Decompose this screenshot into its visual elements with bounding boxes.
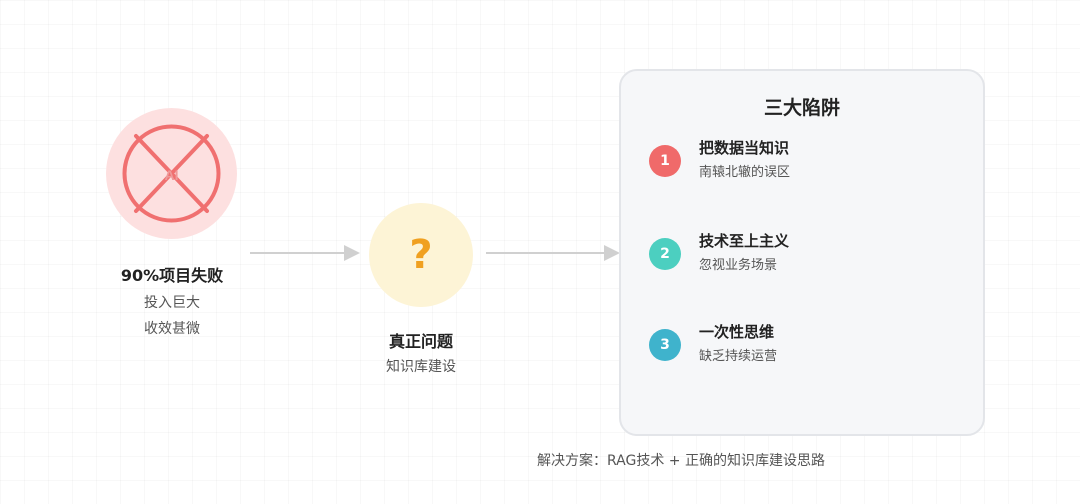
arrow-to-problem — [250, 243, 362, 263]
trap-number-badge: 2 — [649, 238, 681, 270]
ai-failure-icon: AI — [106, 108, 237, 239]
failure-subtitle-line-2: 收效甚微 — [144, 321, 200, 337]
question-circle: ? — [369, 203, 473, 307]
trap-subtitle: 缺乏持续运营 — [699, 349, 778, 364]
traps-title: 三大陷阱 — [763, 97, 840, 119]
trap-title: 一次性思维 — [699, 323, 775, 341]
problem-subtitle: 知识库建设 — [386, 359, 456, 375]
trap-number-badge: 1 — [649, 145, 681, 177]
failure-subtitle-line-1: 投入巨大 — [144, 295, 200, 311]
trap-title: 技术至上主义 — [699, 232, 790, 250]
arrow-to-traps — [486, 243, 622, 263]
ai-icon-label: AI — [165, 167, 179, 183]
cross-icon: AI — [122, 124, 221, 223]
trap-title: 把数据当知识 — [699, 139, 790, 157]
solution-caption: 解决方案：RAG技术 + 正确的知识库建设思路 — [537, 453, 825, 469]
question-mark-icon: ? — [409, 232, 433, 278]
traps-panel: 三大陷阱 1 把数据当知识 南辕北辙的误区 2 技术至上主义 忽视业务场景 3 … — [619, 69, 985, 436]
trap-number-badge: 3 — [649, 329, 681, 361]
failure-title: 90%项目失败 — [120, 266, 224, 285]
problem-title: 真正问题 — [388, 332, 453, 351]
trap-subtitle: 忽视业务场景 — [699, 258, 778, 273]
trap-subtitle: 南辕北辙的误区 — [699, 165, 791, 180]
